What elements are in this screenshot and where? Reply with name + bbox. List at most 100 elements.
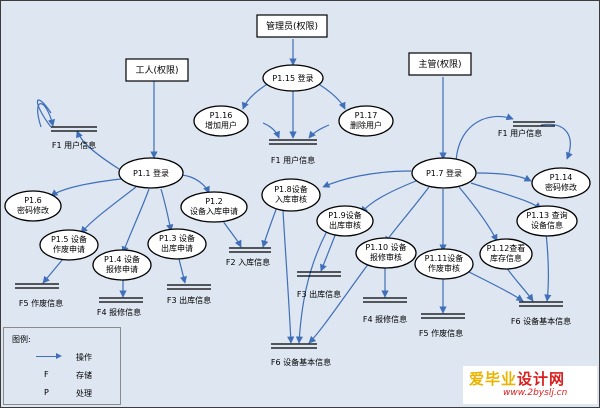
process-p1-3: P1.3 设备 出库申请	[147, 228, 207, 260]
watermark-logo: 爱毕业设计网 www.2byslj.cn	[463, 366, 597, 404]
process-p1-4-line2: 报修申请	[106, 264, 138, 274]
store-f6-right: F6 设备基本信息	[511, 301, 571, 326]
store-f5-right-label: F5 作废信息	[419, 328, 463, 338]
legend-label-process: 处理	[76, 389, 92, 398]
process-p1-6: P1.6 密码修改	[4, 190, 62, 222]
entity-worker-label: 工人(权限)	[135, 64, 178, 76]
flow-p1-15-to-p1-16	[241, 82, 270, 110]
flow-p1-8-to-f6-center	[282, 210, 295, 344]
flow-p1-1-to-p1-6	[50, 178, 122, 197]
flow-f1-top-loop	[37, 103, 56, 128]
store-f6-center: F6 设备基本信息	[271, 343, 331, 367]
process-p1-16-line1: P1.16	[210, 111, 233, 120]
flow-f1-top-to-p1-1	[36, 99, 52, 128]
store-f1-top-label: F1 用户信息	[52, 140, 96, 150]
process-p1-8-line1: P1.8设备	[274, 184, 308, 194]
process-p1-8: P1.8设备 入库审核	[261, 178, 321, 212]
process-p1-7-label: P1.7 登录	[426, 168, 462, 178]
store-f1-right: F1 用户信息	[498, 121, 555, 138]
flow-p1-10-to-f6-center	[308, 262, 370, 344]
flow-p1-5-to-f5	[42, 258, 64, 284]
flow-p1-13-to-f6-right	[544, 232, 552, 302]
entity-supervisor: 主管(权限)	[408, 52, 472, 76]
process-p1-15-label: P1.15 登录	[272, 73, 313, 83]
process-p1-6-line1: P1.6	[24, 196, 42, 205]
process-p1-16: P1.16 增加用户	[193, 105, 249, 137]
process-p1-17: P1.17 删除用户	[338, 105, 394, 137]
process-p1-15: P1.15 登录	[262, 64, 324, 92]
store-f4-mid: F4 报修信息	[363, 297, 407, 324]
process-p1-13-line1: P1.13 查询	[526, 210, 567, 220]
process-p1-10: P1.10 设备 报修审核	[355, 237, 417, 269]
process-p1-13: P1.13 查询 设备信息	[516, 205, 578, 237]
process-p1-11-line2: 作废审核	[428, 263, 460, 273]
store-f5-left: F5 作废信息	[15, 283, 63, 308]
process-p1-9-line1: P1.9设备	[328, 210, 362, 220]
process-p1-16-line2: 增加用户	[205, 120, 237, 130]
store-f3-left: F3 出库信息	[167, 284, 211, 305]
process-p1-14-line2: 密码修改	[545, 182, 577, 192]
store-f6-center-label: F6 设备基本信息	[271, 357, 331, 367]
store-f1-mid: F1 用户信息	[269, 139, 317, 165]
store-f1-mid-label: F1 用户信息	[271, 155, 315, 165]
flow-p1-1-to-f1-top	[76, 130, 120, 170]
process-p1-2-line1: P1.2	[205, 197, 223, 206]
flow-p1-3-to-f3	[178, 258, 187, 284]
process-p1-5-line2: 作废申请	[53, 244, 85, 254]
flow-p1-17-to-f1-mid	[308, 124, 330, 139]
process-p1-11-line1: P1.11设备	[425, 253, 464, 263]
store-f4-left-label: F4 报修信息	[97, 307, 141, 317]
store-f2: F2 入库信息	[226, 247, 271, 267]
store-f2-label: F2 入库信息	[226, 257, 270, 267]
flow-p1-15-to-p1-17	[316, 82, 346, 110]
store-f3-mid: F3 出库信息	[297, 271, 341, 299]
process-p1-12-line2: 库存信息	[490, 253, 522, 263]
flow-p1-7-to-p1-8	[322, 170, 412, 188]
process-p1-3-line2: 出库申请	[161, 243, 193, 253]
flow-p1-1-to-p1-4	[121, 188, 150, 254]
flow-p1-9-to-f3-mid	[320, 232, 337, 272]
flow-p1-8-to-f2	[261, 206, 278, 248]
flow-p1-7-to-f1-right	[455, 113, 514, 162]
entity-admin: 管理员(权限)	[256, 14, 328, 38]
legend-label-operation: 操作	[76, 353, 92, 362]
process-p1-2: P1.2 设备入库申请	[180, 191, 248, 223]
store-f4-mid-label: F4 报修信息	[363, 314, 407, 324]
flow-f1-right-loop	[540, 123, 573, 160]
store-f1-right-label: F1 用户信息	[498, 128, 542, 138]
store-f3-left-label: F3 出库信息	[167, 295, 211, 305]
process-p1-1-label: P1.1 登录	[133, 168, 169, 178]
flow-p1-11-to-f6-right	[462, 268, 524, 302]
process-p1-4-line1: P1.4 设备	[104, 254, 140, 264]
store-f5-right: F5 作废信息	[419, 313, 465, 338]
entity-admin-label: 管理员(权限)	[266, 20, 318, 32]
store-f3-mid-label: F3 出库信息	[297, 289, 341, 299]
process-p1-14: P1.14 密码修改	[531, 167, 591, 199]
flow-p1-9-to-f6-center	[295, 230, 328, 344]
watermark-brand: 爱毕业设计网	[469, 368, 565, 389]
process-p1-10-line2: 报修审核	[370, 252, 402, 262]
watermark-brand-part-b: 设计网	[517, 370, 566, 388]
store-f5-left-label: F5 作废信息	[19, 298, 63, 308]
legend-symbol-storage: F	[44, 370, 49, 379]
process-p1-12-line1: P1.12查看	[487, 243, 526, 253]
legend-symbol-process: P	[44, 388, 49, 397]
flow-p1-7-to-p1-9	[360, 180, 417, 214]
legend-arrow-line	[36, 356, 58, 357]
process-p1-9-line2: 出库审核	[329, 220, 361, 230]
flow-p1-2-to-f2	[222, 220, 242, 248]
process-p1-10-line1: P1.10 设备	[365, 242, 406, 252]
process-p1-2-line2: 设备入库申请	[190, 206, 238, 216]
process-p1-4: P1.4 设备 报修申请	[92, 249, 152, 281]
store-f6-right-label: F6 设备基本信息	[511, 316, 571, 326]
legend-arrow-icon	[56, 353, 62, 359]
process-p1-9: P1.9设备 出库审核	[316, 205, 374, 237]
process-p1-3-line1: P1.3 设备	[159, 233, 195, 243]
process-p1-12: P1.12查看 库存信息	[479, 238, 533, 270]
watermark-brand-part-a: 爱毕业	[469, 370, 518, 388]
process-p1-17-line2: 删除用户	[350, 120, 382, 130]
flow-p1-12-to-f6-right	[505, 266, 534, 302]
process-p1-11: P1.11设备 作废审核	[414, 248, 474, 280]
